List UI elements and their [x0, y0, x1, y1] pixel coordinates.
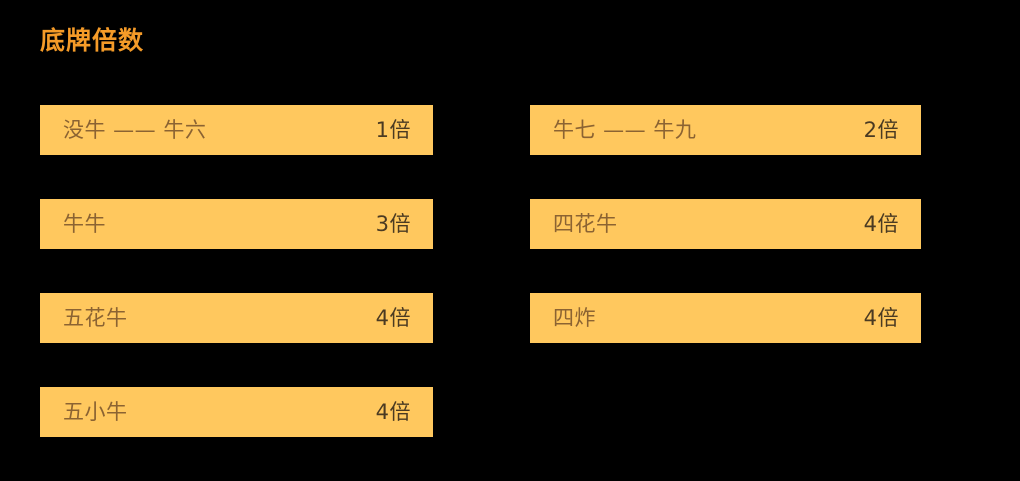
- rule-label: 牛七 —— 牛九: [553, 118, 697, 142]
- rule-row[interactable]: 牛七 —— 牛九 2倍: [530, 105, 921, 155]
- rule-label: 五花牛: [63, 306, 128, 330]
- rule-multiplier: 1倍: [375, 118, 411, 142]
- rule-row[interactable]: 五花牛 4倍: [40, 293, 433, 343]
- rule-label: 牛牛: [63, 212, 106, 236]
- rule-multiplier: 4倍: [375, 400, 411, 424]
- rule-multiplier: 4倍: [863, 306, 899, 330]
- rule-row-placeholder: [530, 387, 921, 437]
- rule-row[interactable]: 四炸 4倍: [530, 293, 921, 343]
- rule-label: 没牛 —— 牛六: [63, 118, 207, 142]
- rule-label: 四炸: [553, 306, 596, 330]
- rule-multiplier: 4倍: [863, 212, 899, 236]
- rule-row[interactable]: 五小牛 4倍: [40, 387, 433, 437]
- rule-row[interactable]: 四花牛 4倍: [530, 199, 921, 249]
- rule-label: 五小牛: [63, 400, 128, 424]
- rules-column-left: 没牛 —— 牛六 1倍 牛牛 3倍 五花牛 4倍 五小牛 4倍: [40, 105, 433, 481]
- page-title: 底牌倍数: [40, 26, 145, 55]
- rule-multiplier: 4倍: [375, 306, 411, 330]
- rule-row[interactable]: 没牛 —— 牛六 1倍: [40, 105, 433, 155]
- rule-multiplier: 2倍: [863, 118, 899, 142]
- rule-row[interactable]: 牛牛 3倍: [40, 199, 433, 249]
- rule-label: 四花牛: [553, 212, 618, 236]
- rules-column-right: 牛七 —— 牛九 2倍 四花牛 4倍 四炸 4倍: [530, 105, 921, 481]
- rule-multiplier: 3倍: [375, 212, 411, 236]
